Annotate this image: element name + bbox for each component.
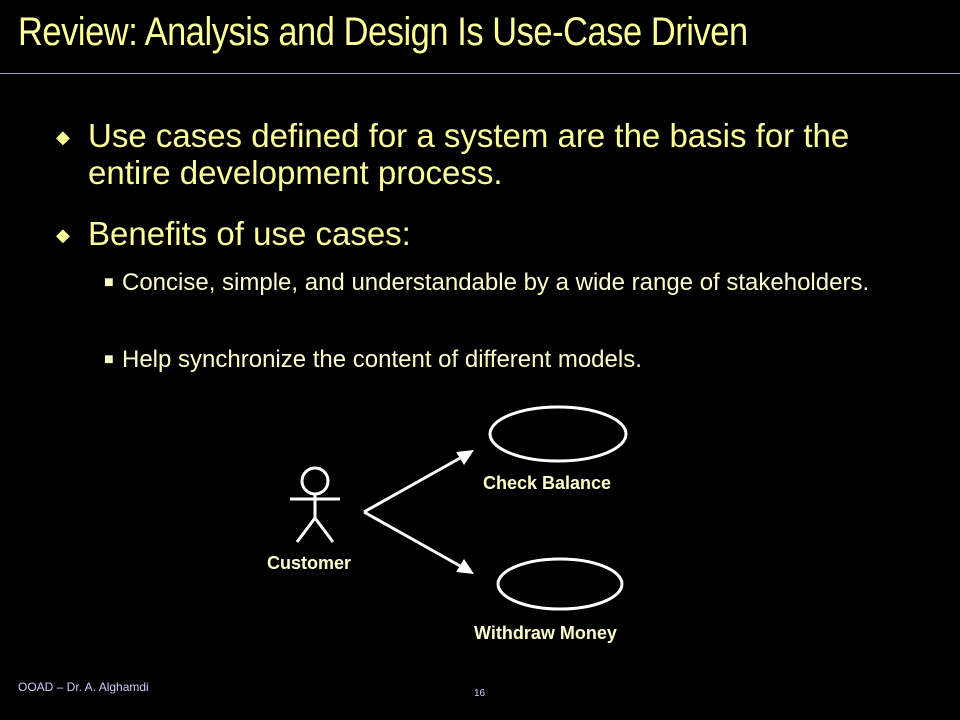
use-case-label-withdraw-money: Withdraw Money	[474, 623, 617, 643]
square-bullet-icon: ■	[104, 351, 114, 368]
association-arrow-withdraw-money	[363, 510, 474, 574]
square-bullet-icon: ■	[104, 274, 114, 291]
use-case-label-check-balance: Check Balance	[483, 473, 612, 493]
title-divider	[0, 73, 960, 74]
stick-figure-icon	[290, 466, 340, 543]
bullet-text: Benefits of use cases:	[88, 215, 411, 252]
page-number: 16	[474, 688, 486, 699]
diamond-bullet-icon: ◆	[56, 127, 70, 147]
diamond-bullet-icon: ◆	[56, 225, 70, 245]
sub-bullet-text: Concise, simple, and understandable by a…	[122, 269, 870, 296]
association-arrow-check-balance	[363, 450, 474, 514]
use-case-ellipse-check-balance	[488, 405, 628, 463]
use-case-ellipse-withdraw-money	[496, 557, 624, 611]
slide-title: Review: Analysis and Design Is Use-Case …	[18, 10, 748, 54]
bullet-text: Use cases defined for a system are the b…	[88, 117, 850, 191]
sub-bullet-text: Help synchronize the content of differen…	[122, 346, 642, 373]
footer-author: OOAD – Dr. A. Alghamdi	[18, 680, 149, 694]
actor-label: Customer	[267, 553, 352, 573]
